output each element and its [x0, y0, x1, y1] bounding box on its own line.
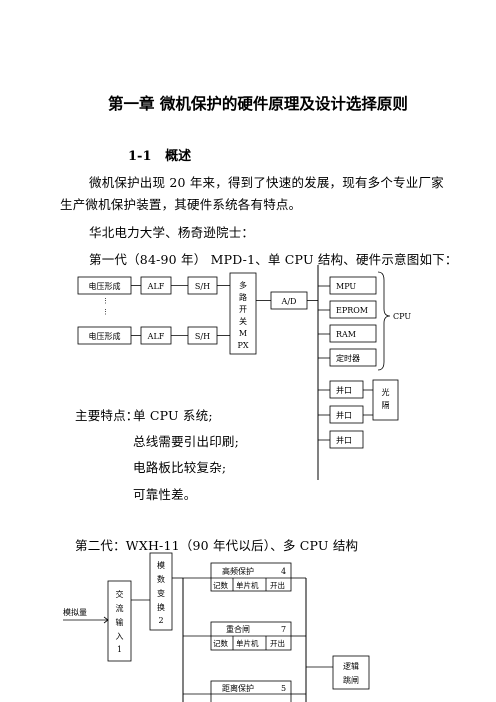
port-label-3: 并口: [336, 435, 352, 445]
port-box-1: [329, 380, 364, 399]
ac-input-box: [107, 580, 132, 662]
port-box-2: [329, 405, 364, 424]
mux-char-2: 路: [239, 292, 247, 302]
ac-input-char-4: 入: [116, 632, 124, 641]
port-box-3: [329, 430, 364, 449]
sh-label-top: S/H: [195, 282, 210, 291]
logic-trip-box: [332, 655, 370, 690]
university-line: 华北电力大学、杨奇逊院士：: [89, 225, 255, 240]
eprom-label: EPROM: [336, 306, 368, 315]
features-label: 主要特点：: [75, 408, 139, 423]
reclose-record-label: 记数: [213, 638, 228, 648]
section-title: 概述: [165, 149, 192, 164]
mux-char-5: M: [239, 329, 247, 338]
reclose-mcu-label: 单片机: [236, 638, 259, 648]
ac-input-char-1: 交: [116, 589, 124, 599]
logic-label: 逻辑: [343, 661, 359, 671]
hf-protection-board: [210, 562, 292, 592]
alf-label-bottom: ALF: [147, 332, 165, 341]
mux-char-3: 开: [239, 305, 247, 314]
distance-protection-number: 5: [281, 684, 286, 693]
mux-char-6: PX: [237, 341, 248, 350]
mux-char-1: 多: [239, 280, 247, 290]
adc-char-2: 数: [157, 574, 165, 584]
analog-label: 模拟量: [63, 607, 87, 617]
ellipsis-dots-2: ⋮: [102, 308, 109, 316]
reclose-label: 重合闸: [226, 624, 250, 634]
ram-box: [329, 324, 377, 343]
adc-char-3: 变: [157, 588, 165, 598]
ram-label: RAM: [336, 330, 356, 339]
ac-input-char-5: 1: [117, 645, 122, 654]
mpu-box: [329, 276, 377, 295]
intro-line-1: 微机保护出现 20 年来，得到了快速的发展，现有多个专业厂家: [89, 175, 444, 190]
section-heading: 1-1 概述: [128, 145, 191, 164]
chapter-title: 第一章 微机保护的硬件原理及设计选择原则: [108, 94, 408, 113]
adc-box: [149, 552, 173, 631]
reclose-number: 7: [281, 625, 286, 634]
trip-label: 跳闸: [343, 675, 359, 685]
cpu-label: CPU: [393, 312, 411, 321]
intro-line-2: 生产微机保护装置，其硬件系统各有特点。: [60, 197, 302, 212]
ellipsis-dots: ⋮: [102, 297, 109, 305]
generation-2-line: 第二代：WXH-11（90 年代以后）、多 CPU 结构: [75, 538, 359, 553]
optical-char-1: 光: [382, 387, 390, 397]
hf-record-label: 记数: [213, 580, 228, 590]
mux-box: [229, 272, 257, 355]
hf-protection-number: 4: [281, 567, 286, 576]
mux-char-4: 关: [239, 316, 247, 326]
ac-input-char-2: 流: [116, 603, 124, 613]
timer-box: [329, 348, 377, 367]
ac-input-char-3: 输: [116, 617, 124, 627]
sh-label-bottom: S/H: [195, 332, 210, 341]
feature-item-4: 可靠性差。: [133, 487, 197, 502]
hf-mcu-label: 单片机: [236, 580, 259, 590]
cpu-brace: [377, 271, 391, 371]
section-number: 1-1: [128, 149, 152, 164]
alf-label-top: ALF: [147, 282, 165, 291]
feature-item-2: 总线需要引出印刷;: [133, 434, 240, 449]
hf-protection-label: 高频保护: [222, 566, 254, 576]
voltage-forming-label-top: 电压形成: [89, 281, 121, 291]
ad-label: A/D: [281, 297, 297, 306]
port-label-2: 并口: [336, 410, 352, 420]
adc-char-1: 模: [157, 560, 165, 570]
adc-char-5: 2: [158, 616, 163, 625]
distance-protection-label: 距离保护: [222, 683, 254, 693]
port-label-1: 并口: [336, 385, 352, 395]
optical-isolation-box: [372, 379, 399, 421]
optical-char-2: 隔: [382, 401, 390, 410]
reclose-output-label: 开出: [270, 638, 285, 648]
timer-label: 定时器: [336, 353, 360, 363]
voltage-forming-label-bottom: 电压形成: [89, 331, 121, 341]
feature-item-1: 单 CPU 系统;: [133, 408, 213, 423]
adc-char-4: 换: [157, 602, 165, 612]
feature-item-3: 电路板比较复杂;: [133, 460, 227, 475]
eprom-box: [329, 300, 377, 319]
distance-protection-board: [210, 680, 292, 702]
generation-1-line: 第一代（84-90 年） MPD-1、单 CPU 结构、硬件示意图如下：: [89, 252, 458, 267]
hf-output-label: 开出: [270, 580, 285, 590]
mpu-label: MPU: [336, 282, 356, 291]
